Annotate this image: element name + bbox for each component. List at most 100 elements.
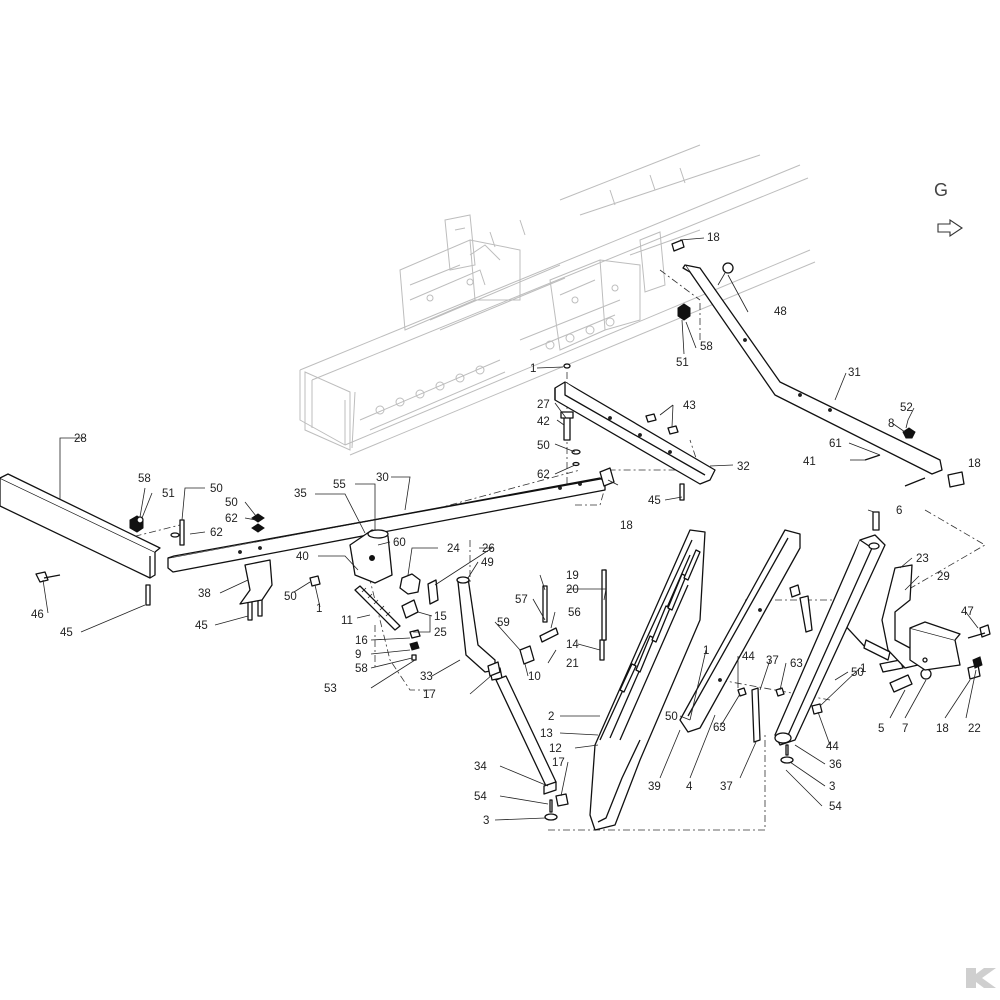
callout-30: 30 — [376, 472, 389, 484]
callout-38: 38 — [198, 588, 211, 600]
part-20-rod — [601, 569, 607, 641]
callout-35: 35 — [294, 488, 307, 500]
callout-59: 59 — [497, 617, 510, 629]
callout-37: 37 — [766, 655, 779, 667]
callout-50: 50 — [284, 591, 297, 603]
callout-15: 15 — [434, 611, 447, 623]
callout-12: 12 — [549, 743, 562, 755]
part-35-mount-plate — [349, 529, 393, 584]
callout-8: 8 — [888, 418, 894, 430]
callout-50: 50 — [665, 711, 678, 723]
part-39-plank — [679, 529, 801, 733]
callout-44: 44 — [742, 651, 755, 663]
callout-4: 4 — [686, 781, 693, 793]
callout-54: 54 — [474, 791, 487, 803]
callout-58: 58 — [355, 663, 368, 675]
callout-3: 3 — [829, 781, 835, 793]
callout-62: 62 — [225, 513, 238, 525]
callout-40: 40 — [296, 551, 309, 563]
callout-63: 63 — [790, 658, 803, 670]
callout-58: 58 — [700, 341, 713, 353]
callout-36: 36 — [829, 759, 842, 771]
part-24-block — [399, 573, 421, 595]
callout-11: 11 — [341, 615, 353, 627]
part-33-post — [456, 576, 501, 677]
callout-58: 58 — [138, 473, 151, 485]
leader-lines — [42, 237, 979, 821]
part-32-cross-bar — [554, 381, 716, 485]
part-37-pin-b — [799, 595, 813, 633]
callout-20: 20 — [566, 584, 579, 596]
callout-18: 18 — [707, 232, 720, 244]
callout-28: 28 — [74, 433, 87, 445]
ghost-chassis-frame — [299, 144, 816, 456]
callout-45: 45 — [60, 627, 73, 639]
hardware-fasteners — [35, 239, 991, 821]
callout-1: 1 — [316, 603, 322, 615]
callout-39: 39 — [648, 781, 661, 793]
part-34-strut — [495, 675, 557, 795]
callout-18: 18 — [620, 520, 633, 532]
callout-49: 49 — [481, 557, 494, 569]
callout-63: 63 — [713, 722, 726, 734]
callout-51: 51 — [162, 488, 175, 500]
callout-42: 42 — [537, 416, 550, 428]
callout-50: 50 — [851, 667, 864, 679]
part-37-pin-a — [751, 687, 761, 743]
callout-19: 19 — [566, 570, 579, 582]
callout-21: 21 — [566, 658, 579, 670]
callout-54: 54 — [829, 801, 842, 813]
callout-50: 50 — [537, 440, 550, 452]
callout-44: 44 — [826, 741, 839, 753]
callout-5: 5 — [878, 723, 884, 735]
callout-62: 62 — [210, 527, 223, 539]
callout-50: 50 — [210, 483, 223, 495]
callout-6: 6 — [896, 505, 902, 517]
callout-31: 31 — [848, 367, 861, 379]
part-12-slotted-panel — [589, 529, 706, 831]
callout-10: 10 — [528, 671, 541, 683]
callout-18: 18 — [936, 723, 949, 735]
ghost-bolts-row — [375, 278, 619, 415]
callout-27: 27 — [537, 399, 550, 411]
callout-60: 60 — [393, 537, 406, 549]
brand-k-logo-icon — [966, 968, 996, 988]
part-31-bent-arm — [682, 264, 943, 475]
callout-45: 45 — [195, 620, 208, 632]
part-36-long-arm — [774, 534, 886, 746]
callout-47: 47 — [961, 606, 974, 618]
callout-16: 16 — [355, 635, 368, 647]
part-28-left-rail — [0, 473, 161, 579]
callout-17: 17 — [423, 689, 436, 701]
callout-labels: 18 48 58 51 31 1 27 43 42 52 8 61 41 18 … — [31, 232, 981, 827]
callout-61: 61 — [829, 438, 842, 450]
callout-9: 9 — [355, 649, 361, 661]
callout-37: 37 — [720, 781, 733, 793]
callout-43: 43 — [683, 400, 696, 412]
section-letter: G — [934, 180, 948, 200]
callout-1: 1 — [530, 363, 536, 375]
callout-24: 24 — [447, 543, 460, 555]
callout-62: 62 — [537, 469, 550, 481]
callout-18: 18 — [968, 458, 981, 470]
callout-56: 56 — [568, 607, 581, 619]
callout-41: 41 — [803, 456, 816, 468]
callout-52: 52 — [900, 402, 913, 414]
callout-32: 32 — [737, 461, 750, 473]
callout-45: 45 — [648, 495, 661, 507]
callout-50: 50 — [225, 497, 238, 509]
callout-14: 14 — [566, 639, 579, 651]
callout-33: 33 — [420, 671, 433, 683]
callout-7: 7 — [902, 723, 908, 735]
callout-2: 2 — [548, 711, 554, 723]
callout-34: 34 — [474, 761, 487, 773]
callout-53: 53 — [324, 683, 337, 695]
part-11-spring — [354, 585, 401, 631]
callout-13: 13 — [540, 728, 553, 740]
callout-26: 26 — [482, 543, 495, 555]
callout-17: 17 — [552, 757, 565, 769]
callout-48: 48 — [774, 306, 787, 318]
callout-29: 29 — [937, 571, 950, 583]
part-29-bent-bracket — [881, 564, 961, 671]
